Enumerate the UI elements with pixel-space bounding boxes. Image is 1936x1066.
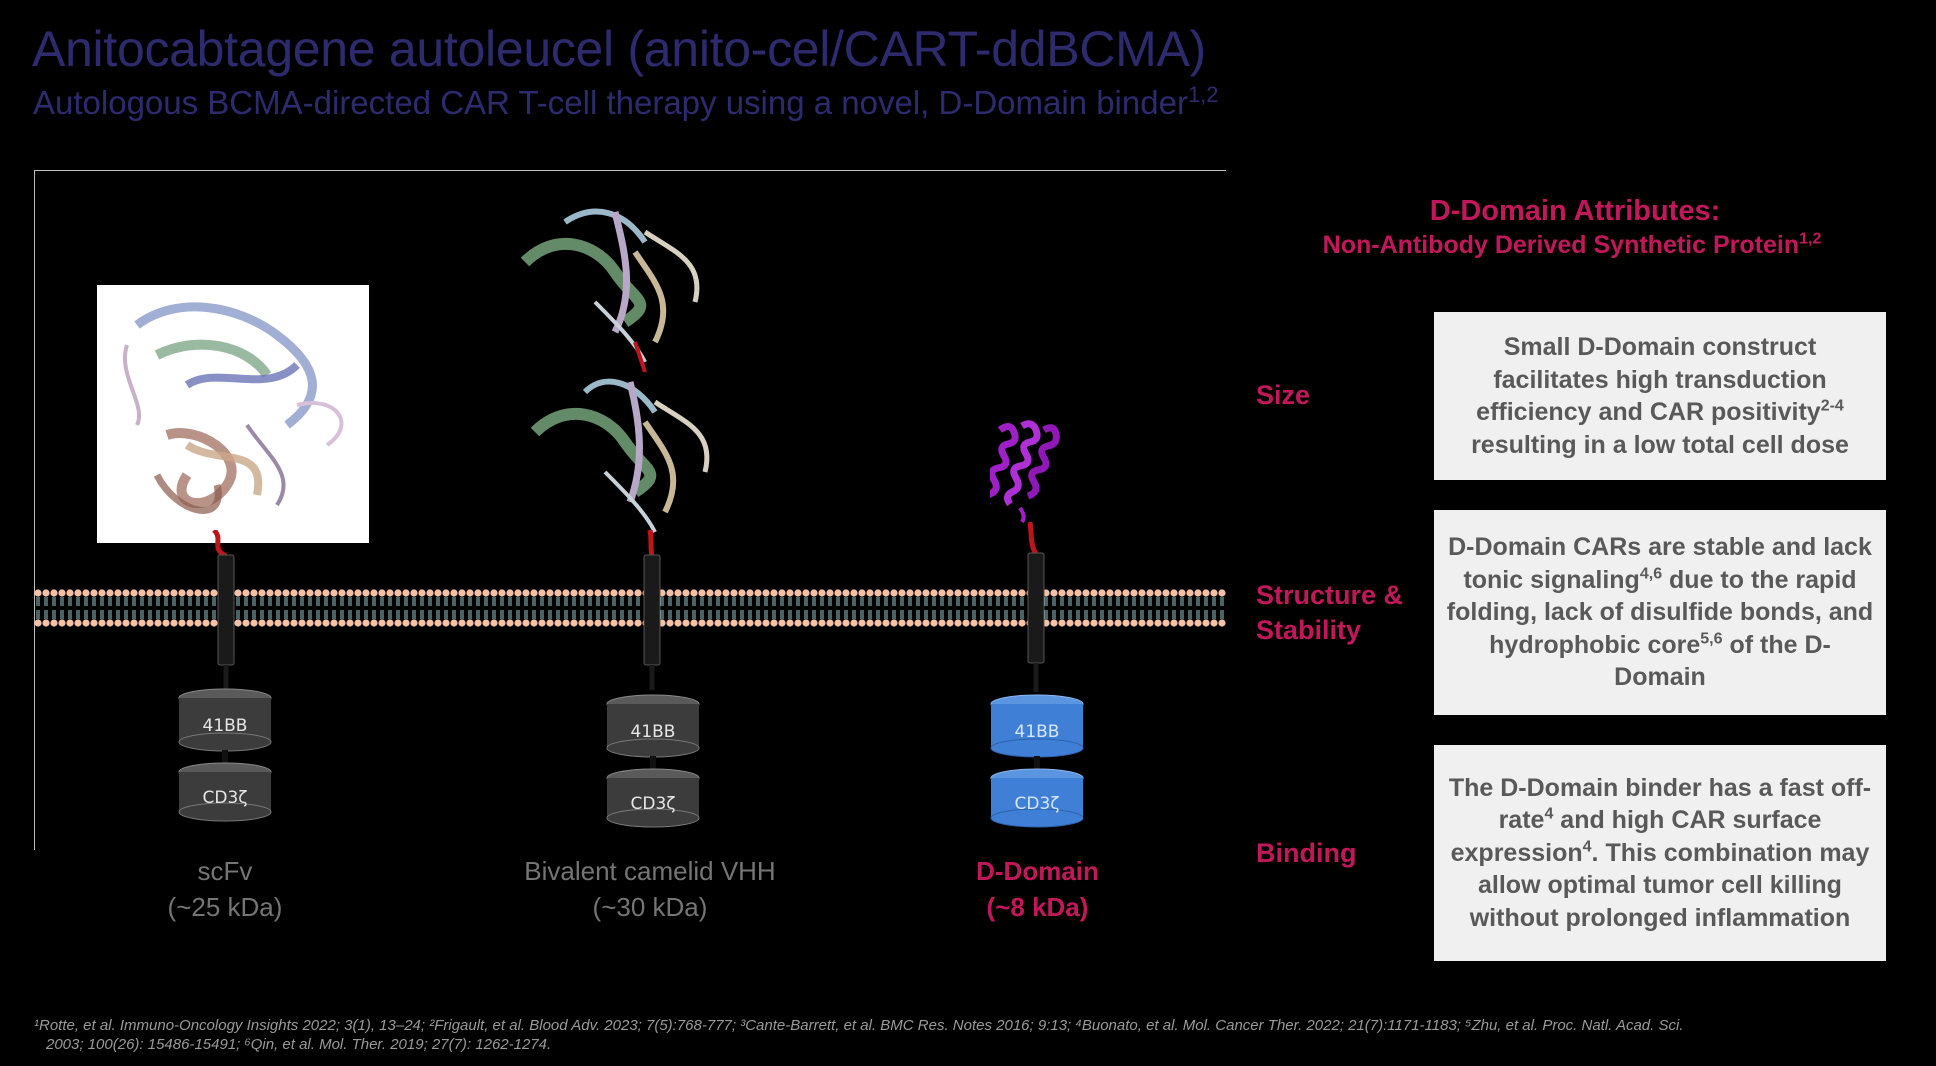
- binding-text-3: . This combination may allow optimal tum…: [1469, 838, 1870, 932]
- attribute-name-binding-line1: Binding: [1256, 838, 1357, 868]
- slide-subtitle: Autologous BCMA-directed CAR T-cell ther…: [33, 84, 1219, 122]
- attributes-subtitle-text: Non-Antibody Derived Synthetic Protein: [1322, 231, 1800, 259]
- vhh-structure-image: [520, 208, 710, 533]
- attributes-title: D-Domain Attributes:: [1429, 195, 1721, 227]
- vhh-name: Bivalent camelid VHH: [524, 856, 776, 886]
- d-domain-cd3z-label: CD3ζ: [1014, 794, 1060, 814]
- size-citation-1: 2-4: [1820, 397, 1844, 415]
- footnote-line-2: 2003; 100(26): 15486-15491; ⁶Qin, et al.…: [46, 1036, 552, 1053]
- scfv-signaling-domains: [178, 688, 272, 822]
- binding-citation-1: 4: [1544, 805, 1554, 823]
- attribute-box-binding: The D-Domain binder has a fast off-rate4…: [1434, 745, 1886, 961]
- binding-text-2: and high CAR surface expression: [1450, 806, 1822, 867]
- scfv-cd3z-label: CD3ζ: [202, 788, 248, 808]
- attribute-text-binding: The D-Domain binder has a fast off-rate4…: [1444, 772, 1876, 935]
- size-text-1: Small D-Domain construct facilitates hig…: [1476, 333, 1827, 426]
- attributes-subtitle-citation: 1,2: [1799, 230, 1822, 248]
- d-domain-size: (~8 kDa): [986, 892, 1089, 922]
- references-footnote: ¹Rotte, et al. Immuno-Oncology Insights …: [34, 1016, 1914, 1054]
- attribute-name-binding: Binding: [1256, 836, 1356, 871]
- scfv-stalk: [212, 530, 235, 690]
- d-domain-signaling-domains: [990, 694, 1084, 828]
- structure-text-1: D-Domain CARs are stable and lack tonic …: [1448, 533, 1872, 594]
- structure-citation-2: 5,6: [1700, 630, 1723, 648]
- attribute-text-size: Small D-Domain construct facilitates hig…: [1444, 331, 1876, 461]
- size-text-2: resulting in a low total cell dose: [1471, 430, 1849, 459]
- attribute-box-structure: D-Domain CARs are stable and lack tonic …: [1434, 510, 1886, 715]
- subtitle-text: Autologous BCMA-directed CAR T-cell ther…: [33, 84, 1188, 121]
- attribute-name-structure: Structure & Stability: [1256, 578, 1403, 648]
- binding-citation-2: 4: [1582, 838, 1592, 856]
- attribute-name-size: Size: [1256, 378, 1310, 413]
- attributes-subtitle: Non-Antibody Derived Synthetic Protein1,…: [1262, 231, 1882, 260]
- d-domain-stalk: [1027, 522, 1045, 692]
- subtitle-citation: 1,2: [1187, 82, 1219, 107]
- diagram-frame-left: [34, 170, 35, 850]
- d-domain-structure-image: [990, 420, 1060, 524]
- attribute-name-structure-line2: Stability: [1256, 615, 1362, 645]
- scfv-structure-image: [97, 285, 369, 543]
- vhh-cd3z-label: CD3ζ: [630, 794, 676, 814]
- slide-title: Anitocabtagene autoleucel (anito-cel/CAR…: [32, 21, 1206, 77]
- vhh-signaling-domains: [606, 694, 700, 828]
- vhh-stalk: [643, 530, 661, 690]
- d-domain-name: D-Domain: [976, 856, 1099, 886]
- diagram-frame-top: [34, 170, 1226, 171]
- structure-text-3: of the D-Domain: [1614, 630, 1831, 692]
- structure-text-2: due to the rapid folding, lack of disulf…: [1446, 565, 1874, 659]
- scfv-41bb-label: 41BB: [202, 716, 248, 736]
- vhh-size: (~30 kDa): [592, 892, 708, 922]
- scfv-name: scFv: [197, 856, 253, 886]
- binding-text-1: The D-Domain binder has a fast off-rate: [1448, 773, 1872, 835]
- structure-citation-1: 4,6: [1639, 565, 1663, 583]
- footnote-line-1: ¹Rotte, et al. Immuno-Oncology Insights …: [34, 1017, 1684, 1034]
- attribute-name-size-line1: Size: [1256, 380, 1311, 410]
- attribute-name-structure-line1: Structure &: [1256, 580, 1404, 610]
- attribute-text-structure: D-Domain CARs are stable and lack tonic …: [1444, 531, 1876, 694]
- attribute-box-size: Small D-Domain construct facilitates hig…: [1434, 312, 1886, 480]
- vhh-41bb-label: 41BB: [630, 722, 676, 742]
- d-domain-41bb-label: 41BB: [1014, 722, 1060, 742]
- scfv-size: (~25 kDa): [167, 892, 283, 922]
